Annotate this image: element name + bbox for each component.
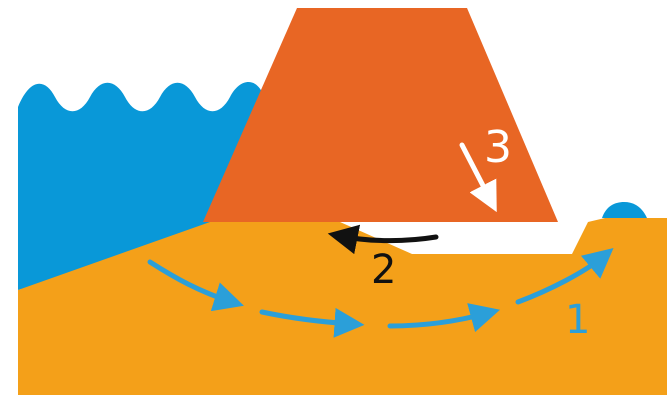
seepage-boil (602, 202, 647, 218)
label-downward-pressure: 3 (484, 122, 512, 173)
label-horizontal-erosion: 2 (371, 247, 396, 293)
dam-body (203, 8, 558, 222)
label-seepage-path: 1 (565, 297, 590, 343)
